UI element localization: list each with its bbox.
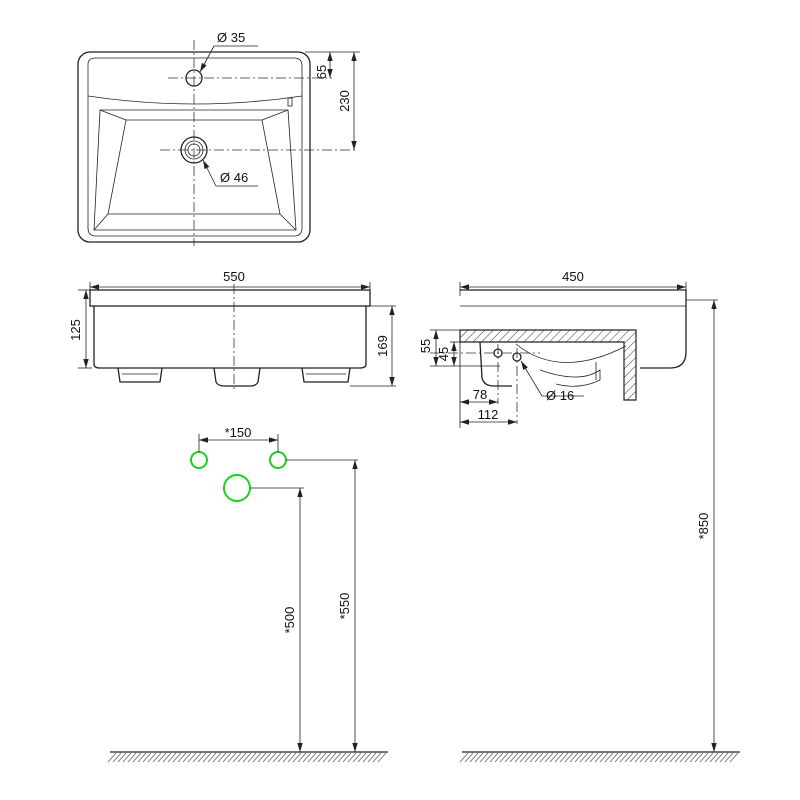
basin-body-front [93,306,367,369]
front-width-label: 550 [223,269,245,284]
basin-rim-front [89,289,371,307]
drain-offset-label: 230 [337,90,352,112]
drain-point [223,474,251,502]
bowl-height-label: 125 [68,319,83,341]
bowl-section [479,341,512,387]
basin-feet [117,367,163,383]
supply-point-right [269,451,287,469]
basin-inner-rim [87,57,303,237]
height-45-label: 45 [436,347,451,361]
installation-view: *150 *500 *550 *850 [107,299,740,763]
overflow-hole-diameter-label: Ø 16 [546,388,574,403]
front-view: 550 125 169 [68,269,396,392]
overflow-112-label: 112 [478,407,499,422]
floor-right [459,751,740,763]
drain-height-label: *500 [282,607,297,634]
tap-hole-diameter-label: Ø 35 [217,30,245,45]
total-height-label: 169 [375,335,390,357]
floor-left [107,751,388,763]
tap-hole [185,69,203,87]
overflow-78-label: 78 [473,387,487,402]
supply-height-label: *550 [337,593,352,620]
supply-point-left [190,451,208,469]
drain-hole-diameter-label: Ø 46 [220,170,248,185]
basin-height-label: *850 [696,513,711,540]
drain-hole [180,136,208,164]
tap-offset-label: 65 [314,65,329,79]
top-view: Ø 35 Ø 46 65 230 [77,30,360,246]
side-depth-label: 450 [562,269,584,284]
supply-spacing-label: *150 [225,425,252,440]
height-55-label: 55 [418,339,433,353]
basin-outline-side [460,289,687,369]
side-view: 450 55 45 78 112 Ø 16 [418,269,687,428]
